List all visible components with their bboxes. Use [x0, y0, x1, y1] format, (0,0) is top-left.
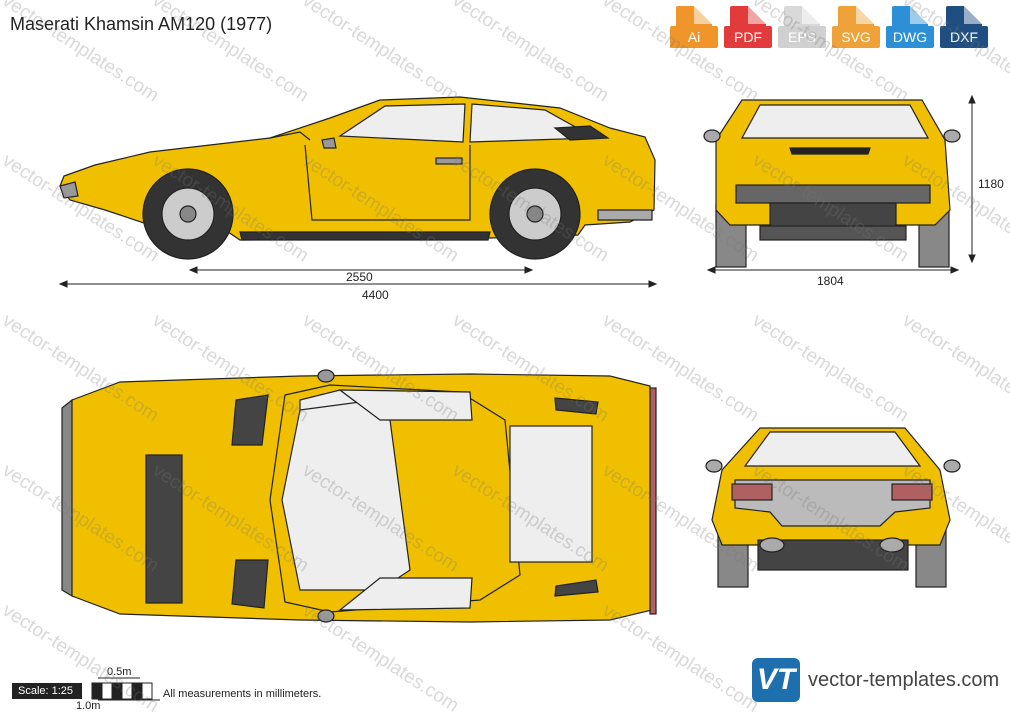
side-view	[59, 96, 656, 260]
top-mirror-upper	[317, 369, 335, 383]
brand-site: vector-templates.com	[808, 668, 1000, 691]
rear-window	[743, 431, 922, 467]
rear-view	[705, 427, 961, 588]
svg-format-icon[interactable]: SVG	[832, 6, 880, 50]
scale-bar	[91, 677, 160, 701]
dwg-format-icon[interactable]: DWG	[886, 6, 934, 50]
side-roof-glass	[338, 103, 466, 143]
top-rear-vent-lower	[554, 579, 599, 597]
side-door-line	[304, 144, 471, 221]
front-bumper	[769, 202, 897, 230]
front-mirror-left	[703, 129, 721, 143]
front-mirror-right	[943, 129, 961, 143]
rear-taillight-right	[891, 483, 933, 501]
scale-one-meter: 1.0m	[76, 700, 101, 712]
rear-mirror-left	[705, 459, 723, 473]
side-front-lamp	[59, 181, 79, 199]
dimension-height: 1180	[978, 177, 1004, 191]
dimension-length: 4400	[362, 288, 389, 302]
eps-format-icon[interactable]: EPS	[778, 6, 826, 50]
rear-exhaust-right	[879, 537, 905, 553]
dwg-label: DWG	[886, 26, 934, 48]
vt-logo-icon: VT	[752, 658, 800, 702]
top-rear-glass	[509, 425, 593, 563]
top-side-glass-upper	[338, 389, 473, 421]
side-wiper	[269, 131, 311, 141]
dxf-label: DXF	[940, 26, 988, 48]
ai-format-icon[interactable]: Ai	[670, 6, 718, 50]
page-title: Maserati Khamsin AM120 (1977)	[10, 14, 273, 34]
top-vent-right	[231, 559, 269, 609]
top-side-glass-lower	[338, 577, 473, 611]
front-hood-vent	[789, 147, 871, 155]
dimension-width: 1804	[817, 274, 844, 288]
ai-label: Ai	[670, 26, 718, 48]
rear-mirror-right	[943, 459, 961, 473]
front-view	[703, 99, 961, 268]
side-door-handle	[435, 157, 463, 165]
top-vent-left	[231, 394, 269, 446]
front-windshield	[740, 104, 930, 139]
top-mirror-lower	[317, 609, 335, 623]
scale-label: Scale: 1:25	[12, 683, 82, 699]
front-dimension-lines	[706, 94, 976, 274]
side-front-wheel-hub	[179, 205, 197, 223]
side-rear-vent	[553, 125, 610, 141]
measurement-note: All measurements in millimeters.	[163, 688, 322, 700]
eps-label: EPS	[778, 26, 826, 48]
top-view	[61, 369, 657, 623]
dxf-format-icon[interactable]: DXF	[940, 6, 988, 50]
side-exhaust	[597, 209, 653, 221]
pdf-label: PDF	[724, 26, 772, 48]
front-grille	[735, 184, 931, 204]
pdf-format-icon[interactable]: PDF	[724, 6, 772, 50]
top-front-bumper	[61, 398, 73, 598]
front-plate-slot	[759, 225, 907, 241]
top-roof-glass	[281, 401, 411, 591]
scale-half-meter: 0.5m	[107, 666, 132, 678]
side-sill	[239, 231, 491, 241]
top-taillight	[649, 387, 657, 615]
rear-taillight-left	[731, 483, 773, 501]
format-icons: Ai PDF EPS SVG DWG DXF	[670, 6, 988, 50]
top-rear-vent-upper	[554, 397, 599, 415]
brand[interactable]: VT vector-templates.com	[752, 658, 999, 702]
side-mirror	[321, 137, 337, 149]
dimension-wheelbase: 2550	[346, 270, 373, 284]
side-rear-wheel-hub	[526, 205, 544, 223]
top-hood-vent	[145, 454, 183, 604]
svg-label: SVG	[832, 26, 880, 48]
rear-exhaust-left	[759, 537, 785, 553]
side-dimension-lines	[58, 266, 658, 288]
